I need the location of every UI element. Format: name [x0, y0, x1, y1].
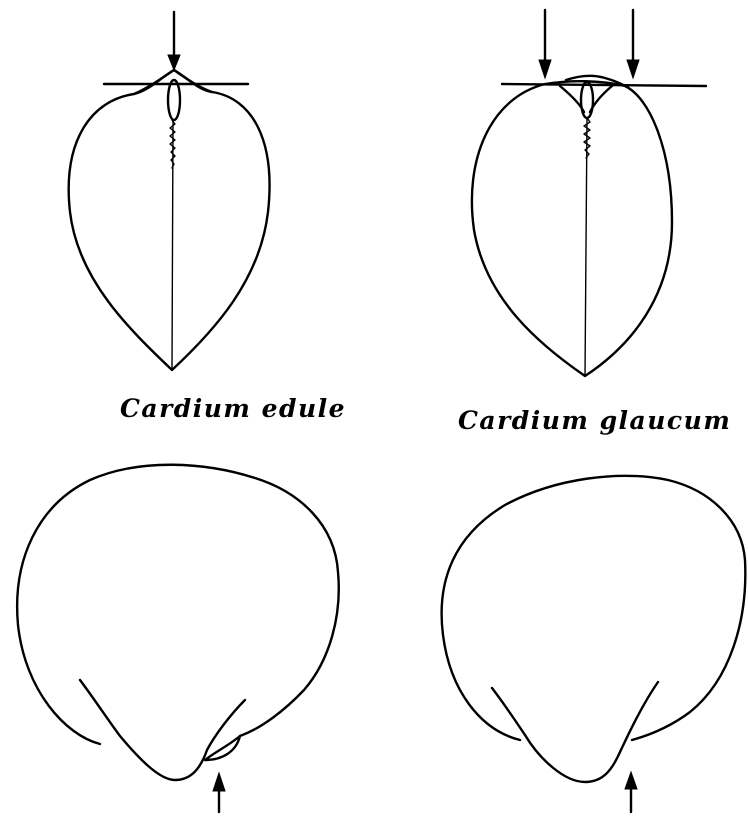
species-label-glaucum: Cardium glaucum: [458, 406, 731, 435]
species-label-edule: Cardium edule: [120, 394, 346, 423]
glaucum-side-view: [442, 476, 746, 812]
glaucum-side-outline: [442, 476, 746, 740]
glaucum-side-posterior-ridge: [492, 682, 658, 782]
edule-end-view: [69, 12, 270, 370]
edule-side-outline: [17, 465, 339, 744]
glaucum-end-view: [472, 10, 706, 376]
glaucum-bottom-arrowhead: [625, 772, 637, 789]
glaucum-umbo-lines: [560, 86, 612, 112]
edule-ligament: [168, 80, 180, 120]
edule-side-view: [17, 465, 339, 812]
glaucum-ligament: [581, 82, 593, 118]
edule-side-umbo: [205, 736, 240, 760]
glaucum-shell-outline: [472, 81, 672, 376]
edule-bottom-arrowhead: [213, 773, 225, 791]
edule-beak: [134, 70, 212, 94]
glaucum-right-arrowhead: [627, 60, 639, 78]
glaucum-hinge-line: [502, 84, 706, 86]
edule-side-posterior-ridge: [80, 680, 245, 780]
edule-top-arrowhead: [168, 55, 180, 70]
glaucum-left-arrowhead: [539, 60, 551, 78]
